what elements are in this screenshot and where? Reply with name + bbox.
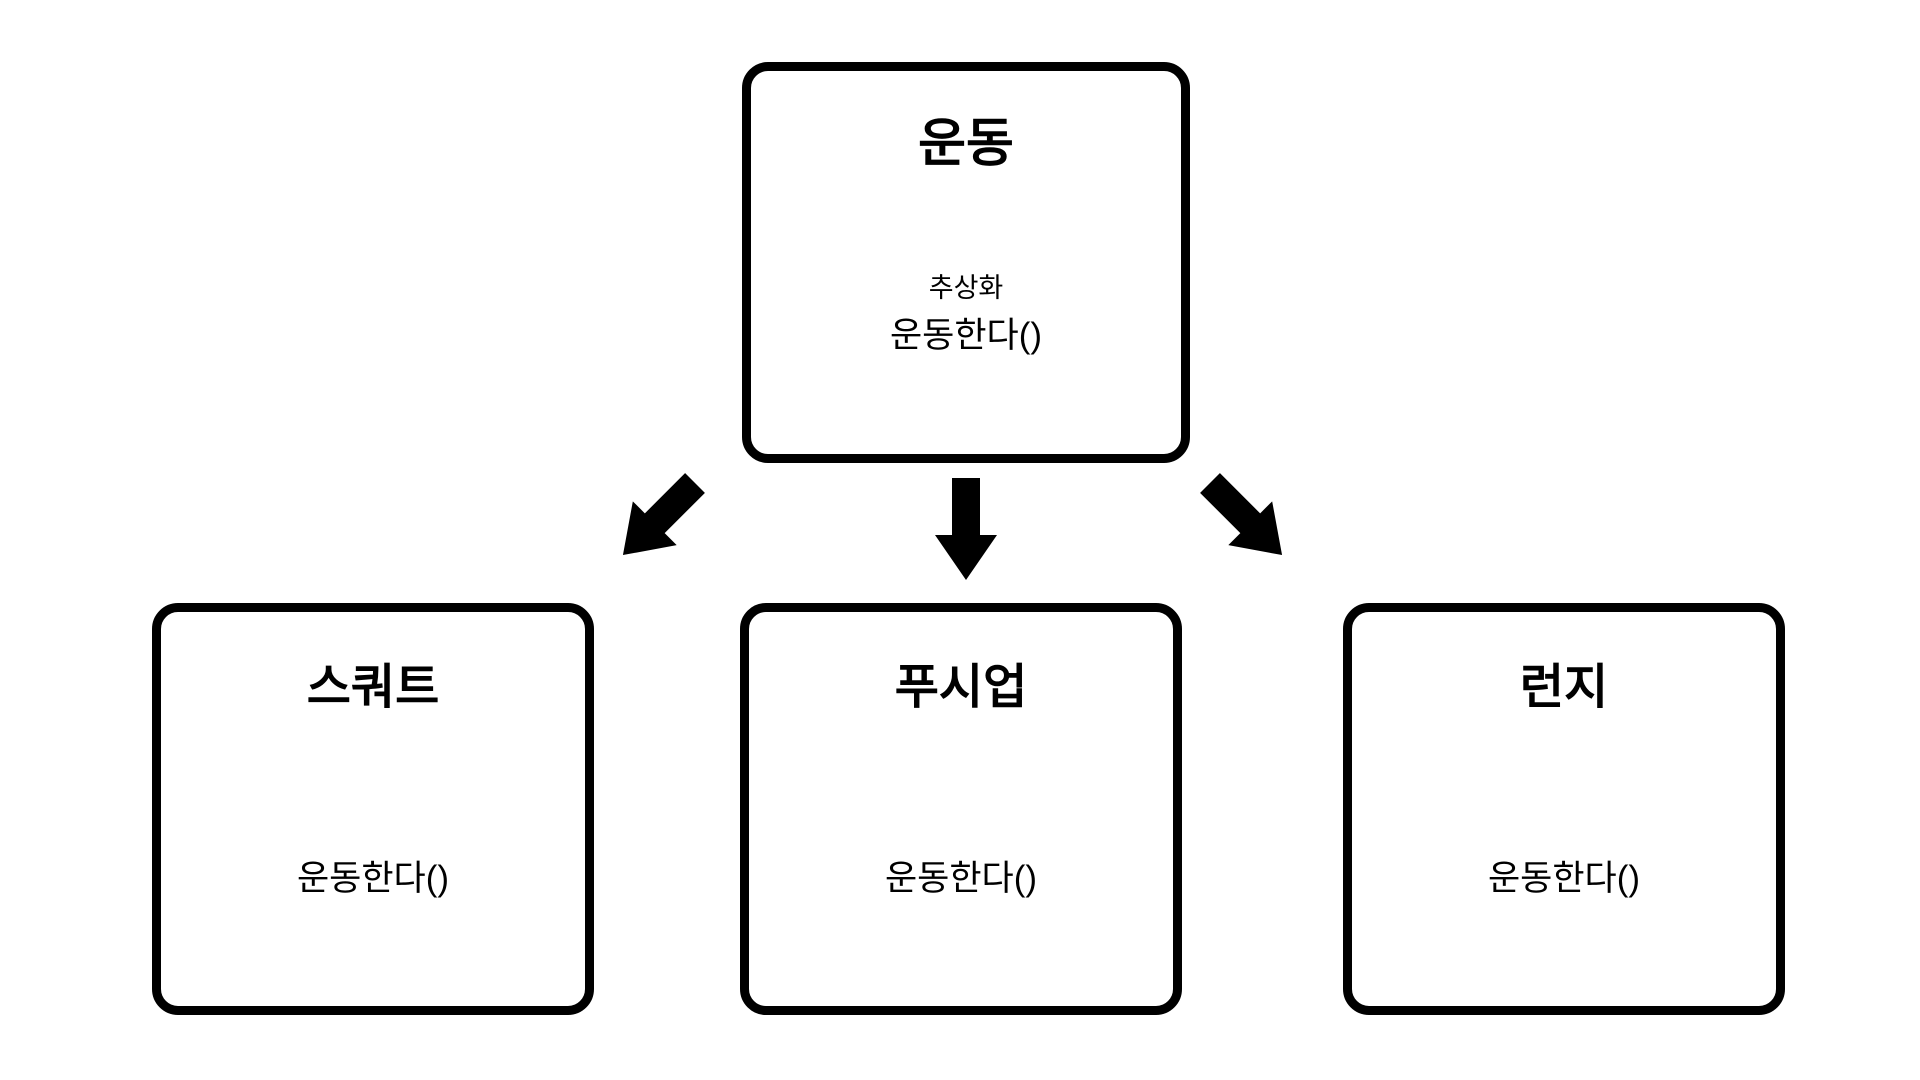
node-pushup-method: 운동한다() xyxy=(884,859,1038,898)
node-lunge: 런지 운동한다() xyxy=(1343,603,1785,1015)
node-exercise-method: 운동한다() xyxy=(889,316,1043,355)
node-squat-method: 운동한다() xyxy=(296,859,450,898)
node-exercise-stereotype: 추상화 xyxy=(928,273,1004,303)
node-squat-title: 스쿼트 xyxy=(306,661,440,714)
down-arrow xyxy=(935,478,997,580)
down-left-arrow xyxy=(601,461,717,577)
node-lunge-title: 런지 xyxy=(1519,661,1609,714)
node-pushup: 푸시업 운동한다() xyxy=(740,603,1182,1015)
node-pushup-title: 푸시업 xyxy=(894,661,1028,714)
node-lunge-method: 운동한다() xyxy=(1487,859,1641,898)
node-squat: 스쿼트 운동한다() xyxy=(152,603,594,1015)
down-right-arrow xyxy=(1188,461,1304,577)
node-exercise: 운동 추상화 운동한다() xyxy=(742,62,1190,463)
node-exercise-title: 운동 xyxy=(918,115,1014,173)
